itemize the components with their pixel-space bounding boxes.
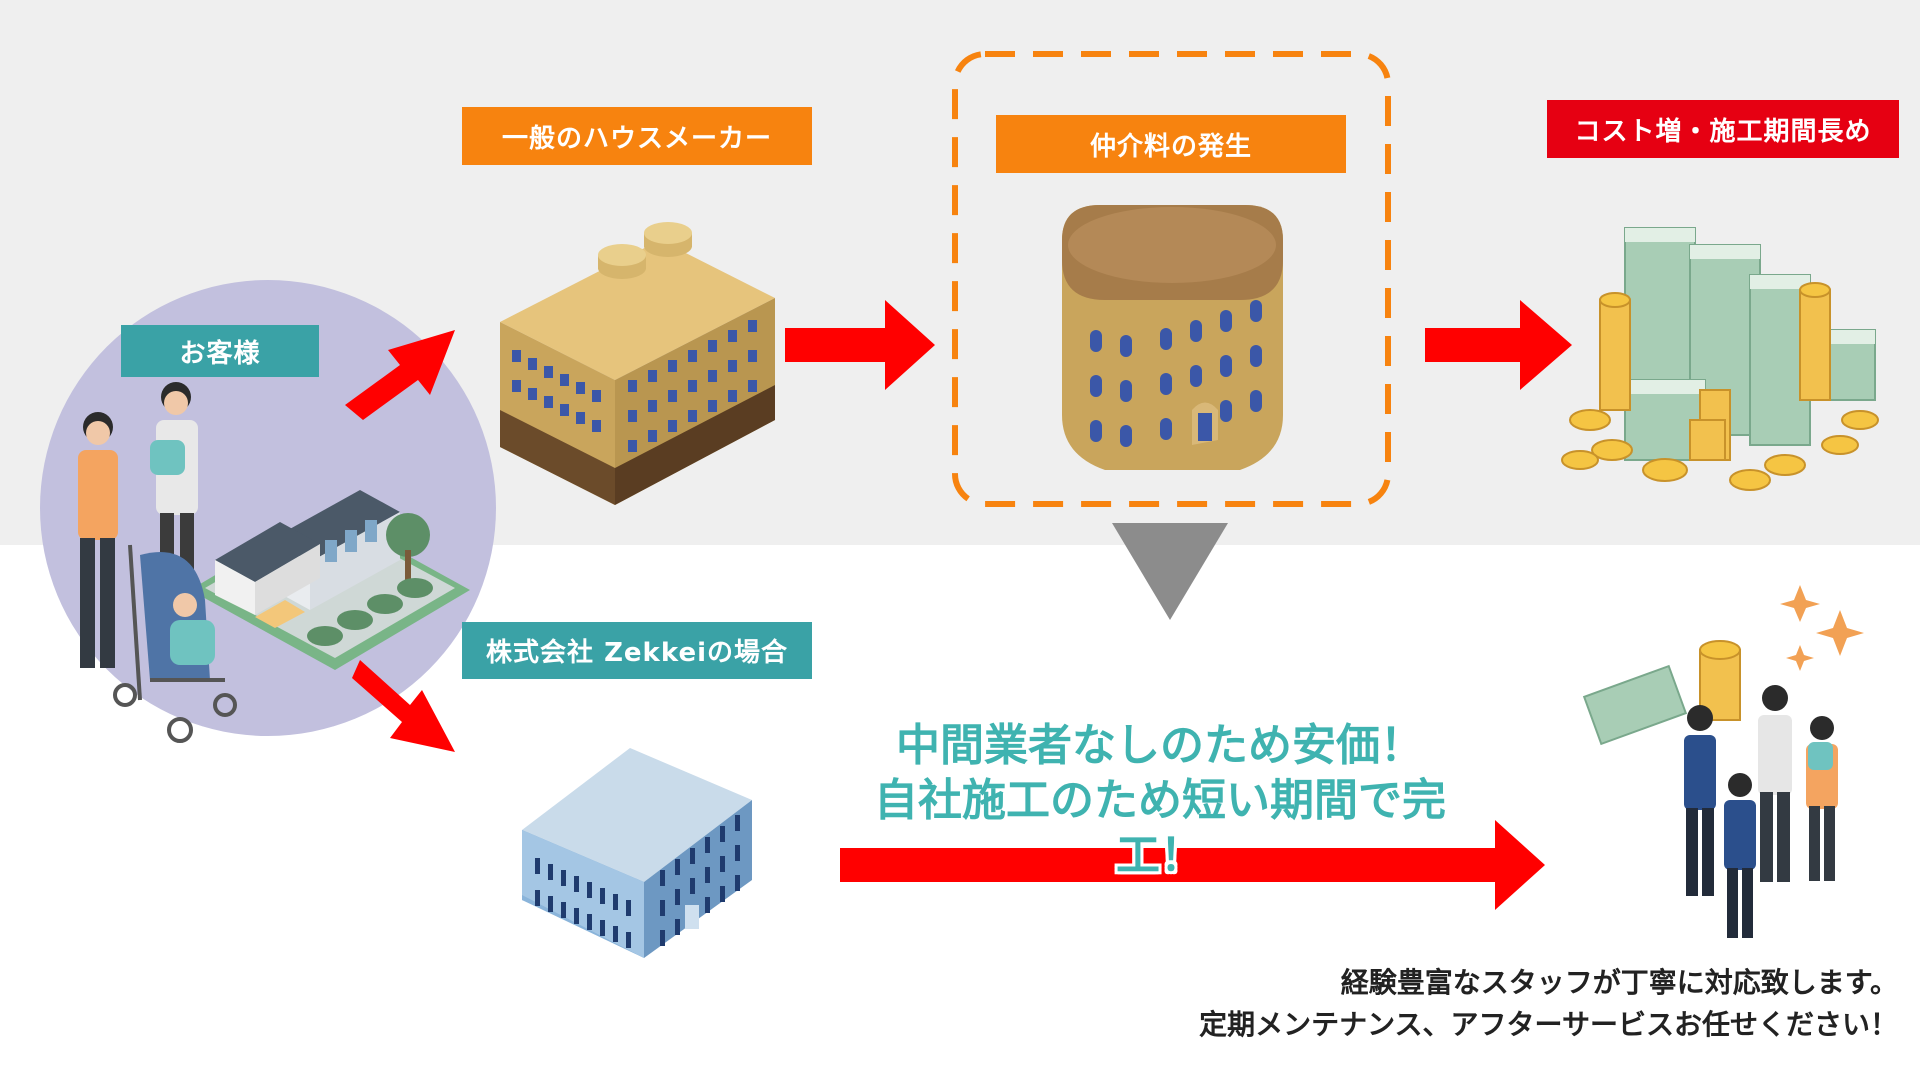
arrow-customer-to-maker <box>345 330 455 420</box>
house-icon <box>190 490 470 670</box>
intermediary-building-icon <box>1062 205 1283 470</box>
general-maker-label: 一般のハウスメーカー <box>462 107 812 165</box>
closing-line-1: 経験豊富なスタッフが丁寧に対応致します。 <box>1340 966 1898 999</box>
arrow-maker-to-commission <box>785 300 935 390</box>
closing-line-2: 定期メンテナンス、アフターサービスお任せください！ <box>1199 1008 1898 1041</box>
zekkei-label: 株式会社 Zekkeiの場合 <box>462 622 812 679</box>
cost-increase-label: コスト増・施工期間長め <box>1547 100 1899 158</box>
slogan: 中間業者なしのため安価！ 自社施工のため短い期間で完工！ <box>840 718 1480 883</box>
money-pile-icon <box>1561 227 1879 491</box>
closing-message: 経験豊富なスタッフが丁寧に対応致します。 定期メンテナンス、アフターサービスお任… <box>1199 962 1898 1046</box>
down-pointer-icon <box>1112 523 1228 620</box>
arrow-commission-to-cost <box>1425 300 1572 390</box>
arrow-zekkei-to-result <box>840 820 1545 910</box>
slogan-line-2: 自社施工のため短い期間で完工！ <box>874 775 1446 881</box>
zekkei-building-icon <box>522 748 752 958</box>
slogan-line-1: 中間業者なしのため安価！ <box>896 720 1424 771</box>
customer-label: お客様 <box>121 325 319 377</box>
general-maker-building-icon <box>500 222 775 505</box>
arrow-customer-to-zekkei <box>352 660 455 752</box>
staff-handshake-icon <box>1582 585 1864 938</box>
family-icon <box>78 382 237 743</box>
commission-label: 仲介料の発生 <box>996 115 1346 173</box>
